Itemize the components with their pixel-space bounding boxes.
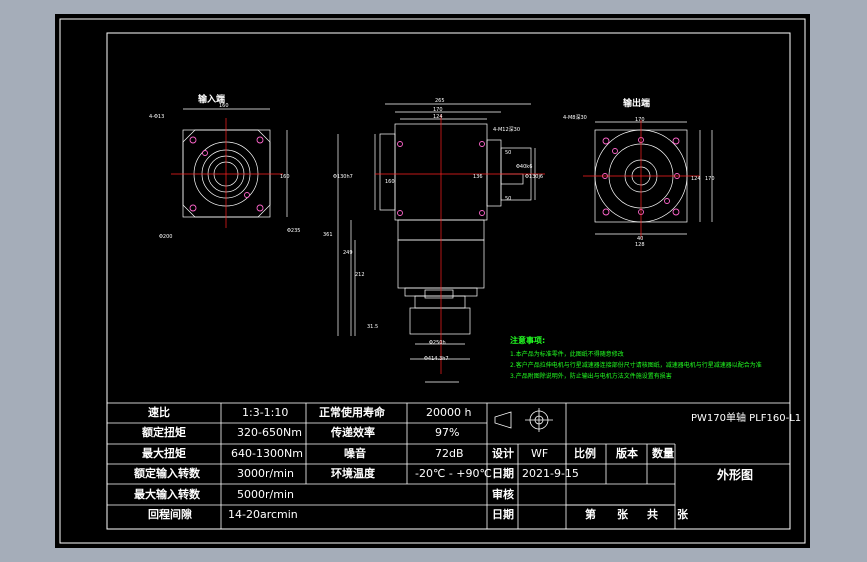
projection-symbol: [494, 408, 553, 432]
spec-label: 最大扭矩: [142, 447, 186, 460]
note-3: 3.产品附图除说明外，防止输出与电机方法文件施设置有损害: [510, 373, 672, 380]
note-2: 2.客户产品拉伸电机与行星减速器连接部份尺寸请核图纸，减速器电机与行星减速器以配…: [510, 362, 762, 369]
spec2-value: 72dB: [435, 447, 464, 460]
dim-front-s3: Φ40k6: [516, 164, 533, 170]
dim-output-b2: 128: [635, 242, 645, 248]
dim-output-holes: 4-M8深30: [563, 115, 587, 121]
spec2-value: 97%: [435, 426, 460, 439]
dim-front-holes: 4-M12深30: [493, 127, 521, 133]
dim-front-d6: Φ130j6: [525, 174, 544, 180]
spec-value: 14-20arcmin: [228, 508, 298, 521]
design-label: 设计: [492, 447, 514, 460]
dim-front-h2: 249: [343, 250, 353, 256]
dim-front-h3: 212: [355, 272, 365, 278]
spec-value: 1:3-1:10: [242, 406, 289, 419]
sheet-total-label: 共: [647, 508, 658, 521]
review-label: 审核: [492, 488, 514, 501]
note-1: 1.本产品为标准零件，此图纸不得随意修改: [510, 351, 624, 358]
spec2-label: 传递效率: [331, 426, 375, 439]
dim-front-d5: Φ130h7: [333, 174, 353, 180]
dim-input-bl: Φ200: [159, 234, 173, 240]
model-name: PW170单轴 PLF160-L1: [691, 413, 802, 424]
scale-label: 比例: [574, 447, 596, 460]
drawing-name: 外形图: [717, 468, 754, 482]
spec2-label: 噪音: [344, 447, 366, 460]
input-view-title: 输入端: [198, 95, 226, 105]
spec2-label: 正常使用寿命: [319, 406, 385, 419]
dim-input-top: 160: [219, 103, 229, 109]
spec-label: 额定输入转数: [134, 467, 200, 480]
dim-input-holes: 4-Φ13: [149, 114, 165, 120]
dim-front-h1: 361: [323, 232, 333, 238]
date2-label: 日期: [492, 508, 514, 521]
spec-value: 5000r/min: [237, 488, 294, 501]
dim-front-d1: 265: [435, 98, 445, 104]
spec2-value: 20000 h: [426, 406, 472, 419]
front-holes: [397, 141, 485, 216]
dim-front-b3: Φ414.3h7: [424, 356, 449, 362]
spec-value: 3000r/min: [237, 467, 294, 480]
front-view: [337, 103, 536, 383]
dim-front-s2: 50: [505, 196, 512, 202]
dim-output-top: 170: [635, 117, 645, 123]
spec-value: 320-650Nm: [237, 426, 302, 439]
dim-output-b1: 40: [637, 236, 644, 242]
dim-front-b1: 31.5: [367, 324, 379, 330]
front-centerlines: [375, 114, 545, 374]
spec-label: 速比: [148, 406, 170, 419]
spec-label: 回程间隙: [148, 508, 192, 521]
spec2-value: -20℃ - +90℃: [415, 467, 492, 480]
dim-front-d2: 170: [433, 107, 443, 113]
input-holes: [189, 136, 264, 212]
sheet-zhang-label: 张: [617, 508, 628, 521]
dim-front-b2: Φ250h: [429, 340, 446, 346]
drawing-sheet: 输入端 输出端 160 4-Φ13 160 Φ200 Φ235 265 170 …: [55, 14, 810, 548]
title-block-grid: [106, 402, 791, 530]
output-view-title: 输出端: [623, 99, 651, 109]
sheet-zhang2-label: 张: [677, 508, 688, 521]
input-centerlines: [171, 118, 283, 228]
sheet-no-label: 第: [585, 508, 596, 521]
design-value: WF: [531, 447, 549, 460]
dim-output-right1: 124: [691, 176, 701, 182]
dim-front-d3: 124: [433, 114, 443, 120]
date-label: 日期: [492, 467, 514, 480]
dim-front-s1: 50: [505, 150, 512, 156]
dim-input-right: 160: [280, 174, 290, 180]
dim-input-br: Φ235: [287, 228, 301, 234]
version-label: 版本: [616, 447, 638, 460]
qty-label: 数量: [652, 447, 674, 460]
cad-drawing: [59, 18, 806, 544]
input-view: [182, 108, 288, 218]
spec-value: 640-1300Nm: [231, 447, 303, 460]
spec-label: 额定扭矩: [142, 426, 186, 439]
dim-front-d4: 160: [385, 179, 395, 185]
dim-front-d7: 136: [473, 174, 483, 180]
dim-output-right2: 170: [705, 176, 715, 182]
output-centerlines: [583, 120, 700, 239]
outer-border: [59, 18, 806, 544]
date-value: 2021-9-15: [522, 467, 579, 480]
spec2-label: 环境温度: [331, 467, 375, 480]
notes-title: 注意事项:: [510, 336, 546, 345]
spec-label: 最大输入转数: [134, 488, 200, 501]
